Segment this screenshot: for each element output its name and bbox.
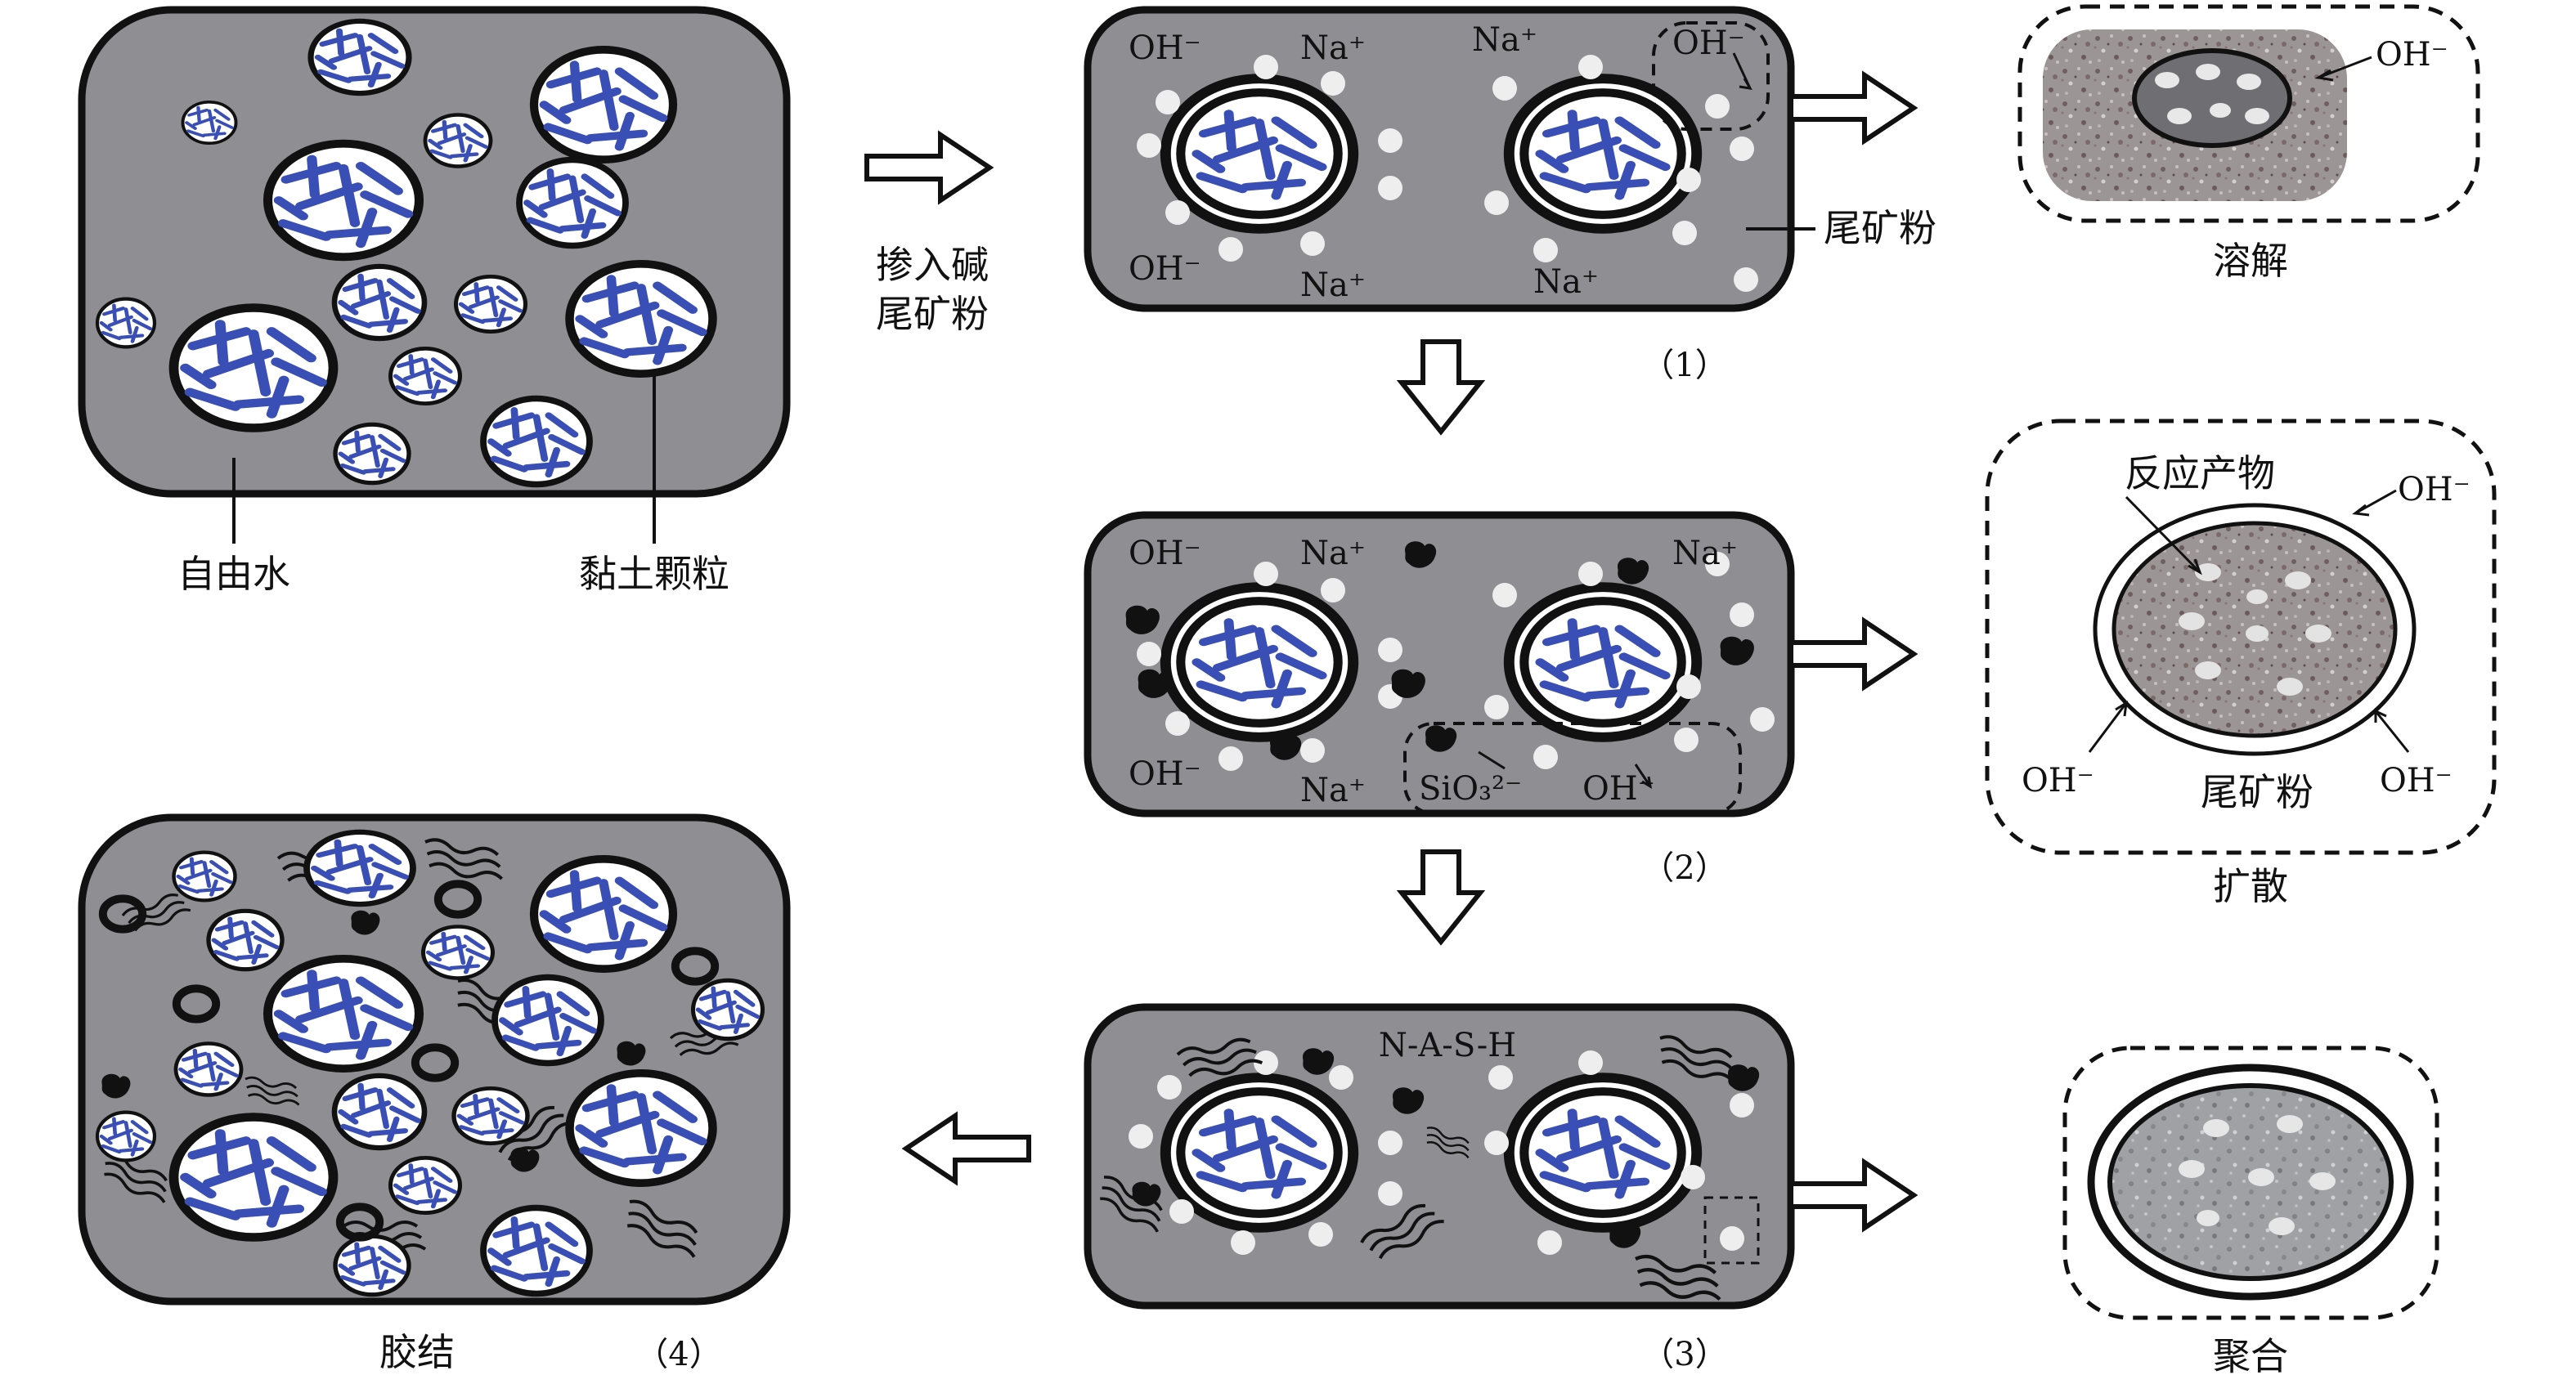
polymerize-arrow: [1791, 1162, 1914, 1228]
diffuse-oh-3: OH⁻: [2380, 762, 2453, 799]
dissolve-arrow: [1791, 75, 1914, 141]
diffuse-tailings-label: 尾矿粉: [2201, 770, 2313, 814]
stage2-oh-3: OH⁻: [1582, 770, 1655, 808]
stage2-oh-1: OH⁻: [1129, 535, 1201, 572]
stage1-na-2: Na⁺: [1472, 21, 1537, 59]
stage1-na-1: Na⁺: [1300, 29, 1366, 67]
stage2-na-3: Na⁺: [1300, 772, 1366, 809]
stage4-number: （4）: [635, 1336, 721, 1373]
diffuse-arrow: [1791, 621, 1914, 687]
add-alkali-label-1: 掺入碱: [876, 243, 989, 287]
stage1-na-4: Na⁺: [1533, 263, 1599, 301]
nash-label: N-A-S-H: [1379, 1027, 1516, 1064]
diffuse-oh-1: OH⁻: [2398, 471, 2471, 508]
stage1-na-3: Na⁺: [1300, 266, 1366, 304]
polymerize-inset: [2062, 1046, 2439, 1320]
stage3-number: （3）: [1641, 1336, 1727, 1373]
free-water-label: 自由水: [177, 552, 290, 596]
initial-soil-panel: [78, 6, 791, 544]
stage2-na-2: Na⁺: [1672, 535, 1738, 572]
stage1-number: （1）: [1641, 347, 1727, 384]
dissolve-oh: OH⁻: [2376, 36, 2448, 74]
stage1-to-2-arrow: [1402, 342, 1480, 432]
stage2-number: （2）: [1641, 849, 1727, 887]
diffuse-oh-2: OH⁻: [2022, 762, 2094, 799]
dissolve-inset: [2017, 4, 2480, 223]
dissolve-label: 溶解: [2213, 239, 2288, 283]
stage4-panel: [78, 813, 791, 1306]
stage2-oh-2: OH⁻: [1129, 755, 1201, 793]
stage1-tailings-label: 尾矿粉: [1824, 206, 1936, 250]
stage1-oh-3: OH⁻: [1129, 250, 1201, 288]
reaction-product-label: 反应产物: [2125, 451, 2275, 495]
diffuse-inset: [1985, 419, 2497, 855]
add-alkali-label-2: 尾矿粉: [876, 292, 989, 336]
stage3-panel: [1084, 1003, 1795, 1310]
diffuse-label: 扩散: [2213, 864, 2288, 908]
stage2-to-3-arrow: [1402, 852, 1480, 942]
cement-label: 胶结: [379, 1330, 455, 1374]
stage1-oh-1: OH⁻: [1129, 29, 1201, 67]
clay-particle-label: 黏土颗粒: [579, 552, 729, 596]
add-alkali-arrow: [867, 135, 990, 200]
stage1-panel: [1084, 6, 1815, 312]
polymerize-label: 聚合: [2213, 1334, 2288, 1378]
stage2-sio3: SiO₃²⁻: [1419, 770, 1522, 808]
cement-arrow: [906, 1116, 1029, 1181]
stage1-oh-2: OH⁻: [1672, 25, 1745, 62]
stage2-na-1: Na⁺: [1300, 535, 1366, 572]
